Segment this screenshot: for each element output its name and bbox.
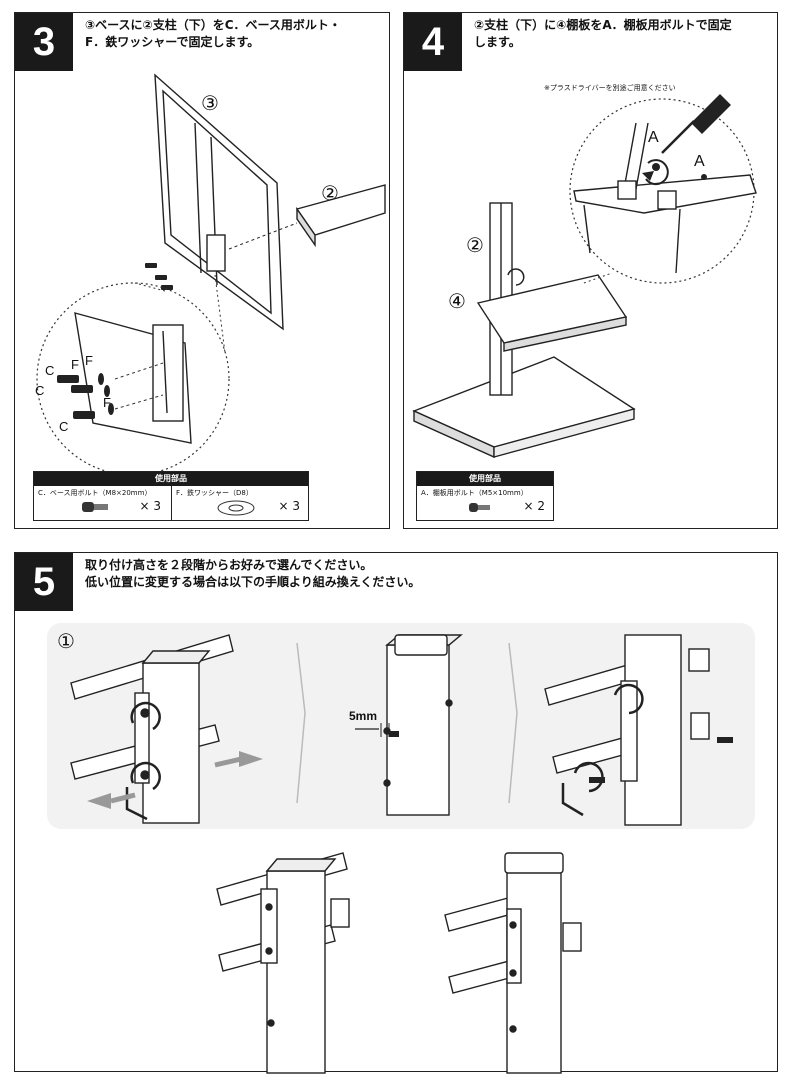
shelf-bolt-icon	[469, 503, 490, 512]
part-name: C．ベース用ボルト（M8×20mm）	[38, 489, 152, 497]
part-qty: × 2	[523, 499, 545, 513]
step-3-illustration	[36, 73, 386, 476]
bolt-label-c: C	[59, 419, 69, 434]
parts-cell-washer: F．鉄ワッシャー（D8） × 3	[172, 486, 310, 520]
washer-label-f: F	[85, 353, 93, 368]
bolt-label-c: C	[35, 383, 45, 398]
part-3-label: ③	[201, 91, 219, 115]
base-bolt-icon	[82, 502, 108, 512]
part-2-label: ②	[321, 181, 339, 205]
stand	[412, 202, 636, 459]
washer-label-f: F	[71, 357, 79, 372]
step-5-number: 5	[15, 553, 73, 611]
step-4-instruction: ②支柱（下）に④棚板をA．棚板用ボルトで固定 します。	[474, 18, 732, 49]
part-qty: × 3	[139, 499, 161, 513]
zoom-detail	[573, 122, 757, 274]
screwdriver-note: ※プラスドライバーを別途ご用意ください	[544, 84, 676, 92]
bolt-label-a: A	[694, 153, 705, 170]
step-4-illustration	[412, 94, 757, 459]
shelf-label-4: ④	[448, 289, 466, 313]
zoom-detail	[74, 312, 192, 444]
washer-icon	[217, 500, 255, 516]
post-lower	[295, 184, 386, 248]
base-frame	[154, 73, 284, 331]
sub-step-label: ①	[57, 629, 75, 653]
bolts-small	[145, 263, 173, 290]
step-4-panel: 4 ②支柱（下）に④棚板をA．棚板用ボルトで固定 します。 ※プラスドライバーを…	[403, 12, 778, 529]
part-qty: × 3	[278, 499, 300, 513]
screwdriver	[661, 94, 731, 154]
washer-label-f: F	[103, 395, 111, 410]
step-5-instruction: 取り付け高さを２段階からお好みで選んでください。 低い位置に変更する場合は以下の…	[85, 558, 421, 589]
step-3-parts-table: 使用部品 C．ベース用ボルト（M8×20mm） × 3 F．鉄ワッシャー（D8）…	[33, 471, 309, 521]
parts-table-title: 使用部品	[417, 472, 553, 486]
final-alternate-position	[444, 852, 582, 1074]
step-5-panel: 5 取り付け高さを２段階からお好みで選んでください。 低い位置に変更する場合は以…	[14, 552, 778, 1074]
bolt-label-c: C	[45, 363, 55, 378]
step-3-instruction: ③ベースに②支柱（下）をC．ベース用ボルト・ F．鉄ワッシャーで固定します。	[85, 18, 341, 49]
parts-cell-base-bolt: C．ベース用ボルト（M8×20mm） × 3	[34, 486, 172, 520]
bolt-label-a: A	[648, 129, 659, 146]
step-3-number: 3	[15, 13, 73, 71]
part-name: A．棚板用ボルト（M5×10mm）	[421, 489, 528, 497]
part-name: F．鉄ワッシャー（D8）	[176, 489, 253, 497]
final-low-position	[216, 852, 350, 1074]
bracket-remove-view	[70, 634, 234, 824]
zoom-bolts	[57, 373, 114, 419]
parts-cell-shelf-bolt: A．棚板用ボルト（M5×10mm） × 2	[417, 486, 555, 520]
post-gap-view	[383, 634, 463, 816]
step-4-number: 4	[404, 13, 462, 71]
post-label-2: ②	[466, 233, 484, 257]
parts-table-title: 使用部品	[34, 472, 308, 486]
bracket-reattach-view	[544, 634, 710, 826]
gap-dimension: 5mm	[349, 709, 378, 723]
step-5-illustration	[70, 634, 733, 1074]
step-4-parts-table: 使用部品 A．棚板用ボルト（M5×10mm） × 2	[416, 471, 554, 521]
step-3-panel: 3 ③ベースに②支柱（下）をC．ベース用ボルト・ F．鉄ワッシャーで固定します。	[14, 12, 390, 529]
